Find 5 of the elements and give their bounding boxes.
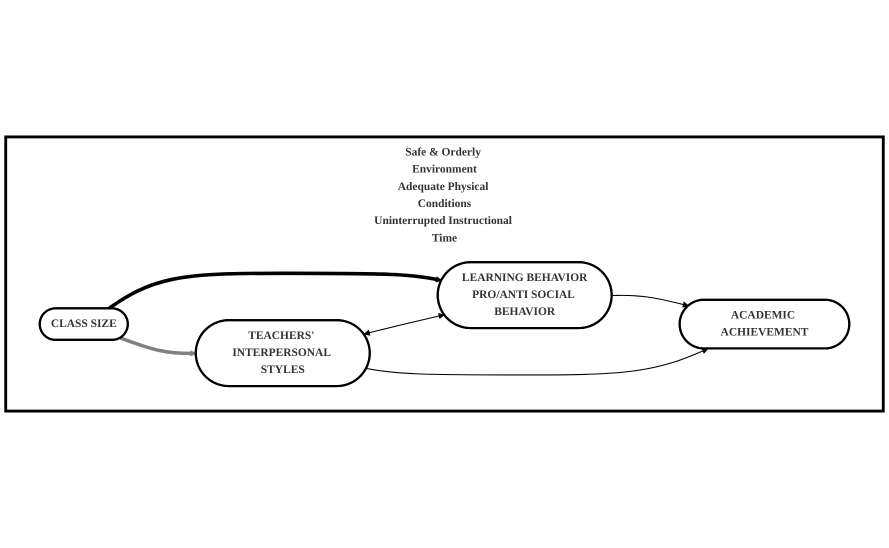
arrow (107, 272, 442, 310)
arrow (366, 348, 708, 376)
arrow (120, 336, 196, 357)
arrow (612, 294, 689, 308)
arrow (364, 313, 445, 336)
